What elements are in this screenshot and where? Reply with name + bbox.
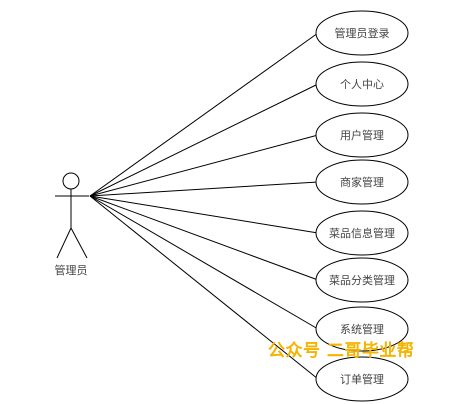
use-case: 用户管理 xyxy=(315,112,409,158)
association-line xyxy=(89,32,319,197)
use-case: 系统管理 xyxy=(315,306,409,352)
association-line xyxy=(89,195,319,380)
actor-left-leg xyxy=(56,227,72,259)
use-case: 个人中心 xyxy=(315,61,409,107)
association-line xyxy=(89,83,319,197)
association-line xyxy=(89,195,319,234)
use-case-label: 用户管理 xyxy=(340,128,384,142)
use-case-ellipse xyxy=(315,356,409,402)
use-case: 菜品信息管理 xyxy=(315,210,409,256)
actor-right-leg xyxy=(70,227,88,259)
actor-head xyxy=(62,172,80,190)
use-case-ellipse xyxy=(315,257,409,303)
association-line xyxy=(89,134,319,197)
use-case-ellipse xyxy=(315,306,409,352)
actor-label: 管理员 xyxy=(55,263,88,277)
actor-figure xyxy=(55,172,89,259)
use-case: 商家管理 xyxy=(315,159,409,205)
use-case-label: 商家管理 xyxy=(340,175,384,189)
association-line xyxy=(89,195,319,281)
use-case-label: 个人中心 xyxy=(340,78,384,91)
use-case: 菜品分类管理 xyxy=(315,257,409,303)
use-case-ellipse xyxy=(315,61,409,107)
use-case-ellipse xyxy=(315,159,409,205)
association-line xyxy=(89,181,319,197)
use-case-label: 菜品信息管理 xyxy=(329,226,395,240)
use-case-label: 系统管理 xyxy=(340,322,384,336)
use-case-label: 订单管理 xyxy=(340,372,384,386)
use-case-label: 管理员登录 xyxy=(335,26,390,40)
watermark-text: 公众号 二哥毕业帮 xyxy=(268,341,415,361)
use-case-ellipse xyxy=(315,112,409,158)
use-case-ellipse xyxy=(315,210,409,256)
use-case-label: 菜品分类管理 xyxy=(329,273,395,287)
use-case: 管理员登录 xyxy=(315,10,409,56)
use-case-ellipse xyxy=(315,10,409,56)
association-line xyxy=(89,195,319,330)
use-case: 订单管理 xyxy=(315,356,409,402)
